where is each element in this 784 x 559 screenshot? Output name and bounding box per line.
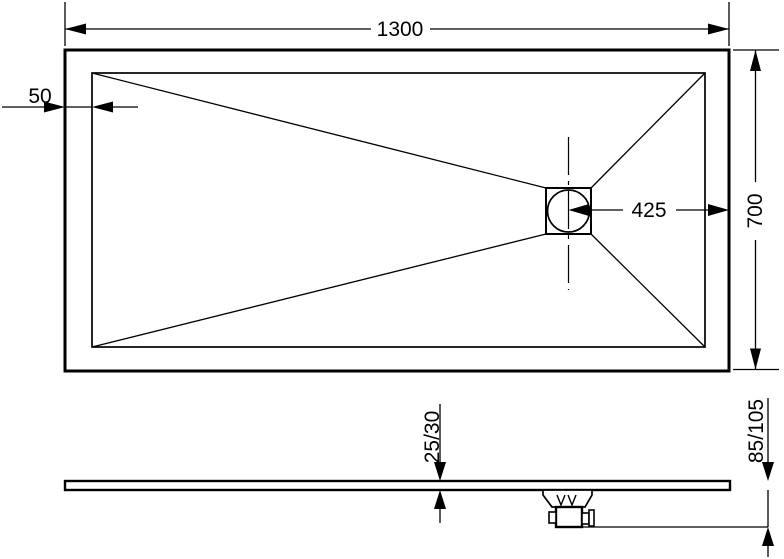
dim-border-label: 50 (28, 85, 51, 108)
dim-depth-label: 700 (744, 193, 767, 228)
drain-circle (546, 189, 591, 233)
section-view (63, 479, 768, 529)
tray-section-slab (63, 479, 732, 492)
dim-thickness-label: 25/30 (421, 411, 444, 464)
dim-depth-arrow-bottom (750, 348, 761, 370)
dim-thickness-arrow-bottom (434, 490, 446, 509)
trap-stub-left (548, 511, 557, 524)
dim-border-50: 50 (2, 85, 138, 113)
dim-border-arrow-left (44, 101, 65, 113)
top-view (63, 48, 731, 373)
dim-border-arrow-right (92, 101, 113, 113)
dim-thickness-arrow-top (434, 462, 446, 481)
slope-diagonal-bottom-right (590, 233, 706, 348)
tray-outer-rect (63, 48, 731, 373)
trap-flange (542, 489, 593, 508)
dim-height-85-105: 85/105 (745, 398, 774, 557)
slope-diagonal-bottom-left (91, 233, 547, 348)
dim-height-label: 85/105 (745, 399, 768, 463)
trap-body (554, 505, 584, 529)
slope-diagonal-top-left (91, 72, 547, 189)
dim-height-arrow-bottom (762, 527, 774, 546)
trap-outlet-stub (581, 512, 590, 525)
drain-square (545, 187, 592, 235)
trap-flange-notch-right (567, 494, 577, 507)
trap-flange-notch-left (556, 494, 566, 507)
dim-width-1300: 1300 (64, 2, 730, 46)
dim-width-label: 1300 (377, 18, 424, 41)
slope-diagonal-top-right (590, 72, 706, 189)
trap-outlet-flange (588, 509, 595, 527)
dim-depth-700: 700 (733, 49, 779, 371)
dim-drain-arrow-left (568, 204, 589, 216)
dim-width-arrow-left (65, 23, 86, 35)
dim-depth-arrow-top (750, 50, 761, 71)
dim-thickness-25-30: 25/30 (421, 404, 446, 523)
dim-width-arrow-right (708, 23, 729, 35)
dim-drain-label: 425 (631, 199, 666, 222)
dim-height-arrow-top (762, 462, 774, 481)
dim-drain-arrow-right (708, 204, 729, 216)
dim-drain-425: 425 (568, 199, 729, 222)
